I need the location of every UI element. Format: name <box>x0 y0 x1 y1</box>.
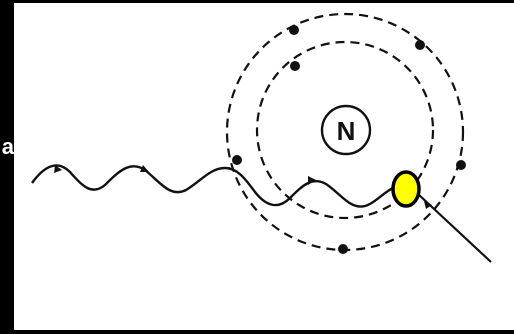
electron <box>290 61 300 71</box>
electron <box>289 25 299 35</box>
nucleus-label: N <box>337 116 356 146</box>
ejected-electron <box>393 172 419 206</box>
electron <box>232 155 242 165</box>
incoming-photon-wave <box>32 165 405 206</box>
photon-arrowhead <box>308 176 316 185</box>
electron <box>456 160 466 170</box>
electron <box>415 40 425 50</box>
electron <box>338 244 348 254</box>
